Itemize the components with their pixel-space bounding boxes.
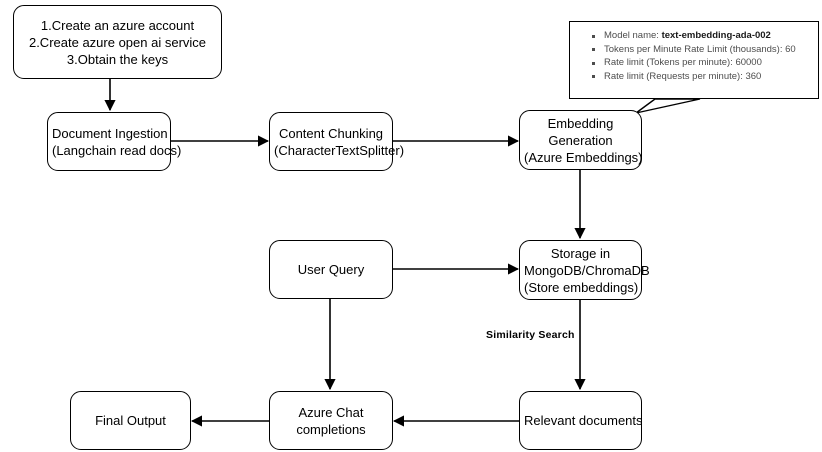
node-user-query-line-1: User Query [297,262,365,277]
node-storage-line-3: (Store embeddings) [524,279,639,295]
node-storage-line-2: MongoDB/ChromaDB [524,262,650,278]
node-document-ingestion[interactable]: Document Ingestion (Langchain read docs) [47,112,182,171]
node-content-chunking-line-2: (CharacterTextSplitter) [274,142,405,158]
node-azure-chat-completions[interactable]: Azure Chat completions [269,391,393,450]
callout-item-model-name: Model name: text-embedding-ada-002 [592,29,812,43]
node-embedding-generation-line-3: (Azure Embeddings) [524,149,643,165]
node-azure-chat-line-1: Azure Chat [298,404,364,420]
node-prerequisites-line-1: 1.Create an azure account [40,17,195,33]
node-document-ingestion-line-1: Document Ingestion [52,125,168,141]
callout-item-2-label: Tokens per Minute Rate Limit (thousands)… [604,43,796,55]
callout-item-1-label: Model name: [604,30,662,41]
node-prerequisites[interactable]: 1.Create an azure account 2.Create azure… [13,5,222,79]
node-document-ingestion-line-2: (Langchain read docs) [52,142,182,158]
node-final-output[interactable]: Final Output [70,391,191,450]
node-relevant-documents[interactable]: Relevant documents [519,391,643,450]
edge-label-similarity-search: Similarity Search [486,329,575,341]
node-embedding-generation[interactable]: Embedding Generation (Azure Embeddings) [519,110,643,170]
node-azure-chat-line-2: completions [296,421,366,437]
callout-item-tokens-per-minute: Rate limit (Tokens per minute): 60000 [592,56,812,70]
callout-item-tpm-rate-limit: Tokens per Minute Rate Limit (thousands)… [592,43,812,57]
callout-item-3-label: Rate limit (Tokens per minute): 60000 [604,57,762,68]
node-prerequisites-line-3: 3.Obtain the keys [66,51,169,67]
callout-item-requests-per-minute: Rate limit (Requests per minute): 360 [592,70,812,84]
embedding-model-callout: Model name: text-embedding-ada-002 Token… [569,21,819,99]
node-embedding-generation-line-1: Embedding [547,115,614,131]
node-storage[interactable]: Storage in MongoDB/ChromaDB (Store embed… [519,240,650,300]
callout-item-4-label: Rate limit (Requests per minute): 360 [604,70,762,82]
node-prerequisites-line-2: 2.Create azure open ai service [28,34,207,50]
node-user-query[interactable]: User Query [269,240,393,299]
node-content-chunking-line-1: Content Chunking [278,125,384,141]
node-final-output-line-1: Final Output [95,413,166,428]
node-embedding-generation-line-2: Generation [548,132,613,148]
node-content-chunking[interactable]: Content Chunking (CharacterTextSplitter) [269,112,405,171]
node-relevant-documents-line-1: Relevant documents [524,413,643,428]
callout-item-1-value: text-embedding-ada-002 [661,30,771,41]
callout-tail [635,98,701,114]
node-storage-line-1: Storage in [550,245,611,261]
